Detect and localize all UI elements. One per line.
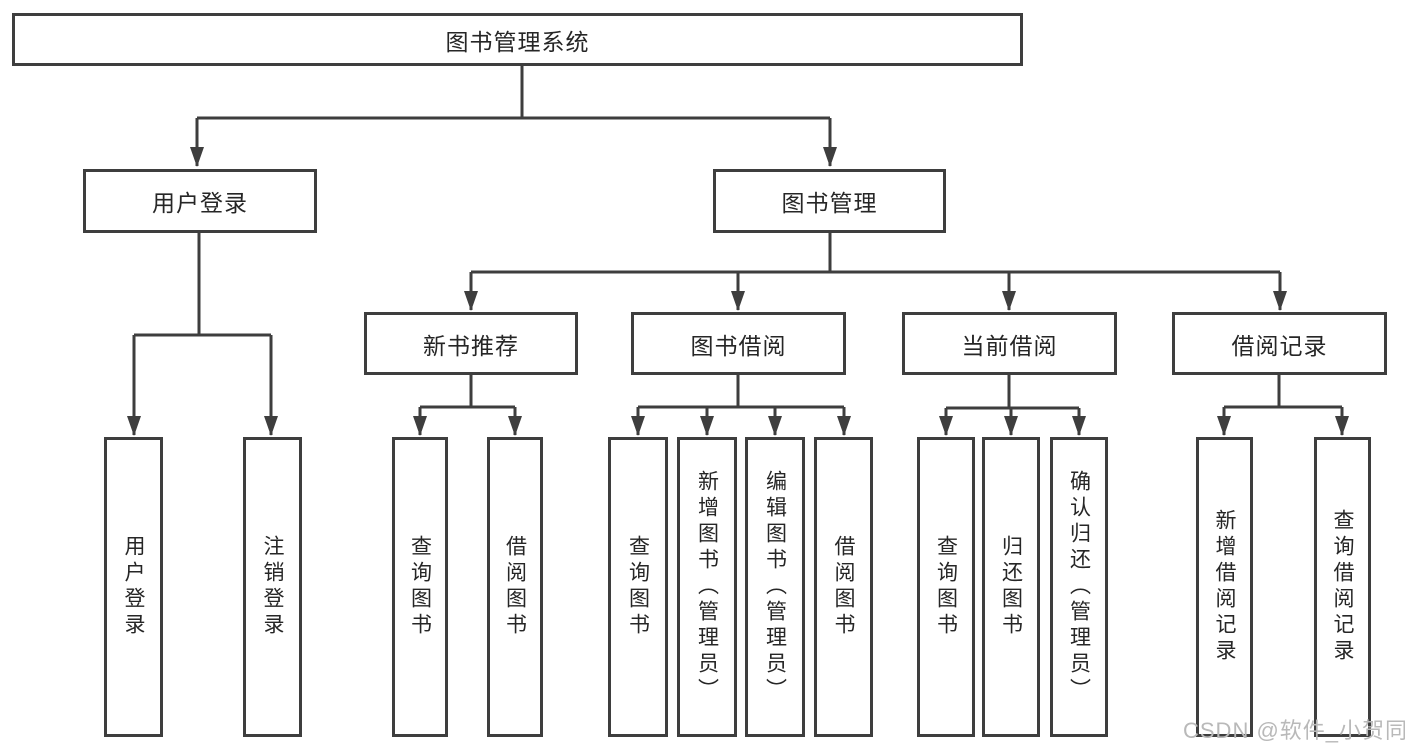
leaf-borrow-books: 借阅图书 — [814, 437, 873, 737]
leaf-query-books-borrow: 查询图书 — [608, 437, 668, 737]
node-user-login: 用户登录 — [83, 169, 317, 233]
leaf-query-books-recommend: 查询图书 — [392, 437, 448, 737]
leaf-logout: 注销登录 — [243, 437, 302, 737]
leaf-add-book-admin: 新增图书（管理员） — [677, 437, 737, 737]
leaf-confirm-return-admin: 确认归还（管理员） — [1050, 437, 1108, 737]
leaf-query-books-current: 查询图书 — [917, 437, 975, 737]
leaf-query-borrow-record: 查询借阅记录 — [1314, 437, 1371, 737]
node-book-management: 图书管理 — [713, 169, 946, 233]
leaf-edit-book-admin: 编辑图书（管理员） — [745, 437, 805, 737]
node-current-borrow: 当前借阅 — [902, 312, 1117, 375]
leaf-add-borrow-record: 新增借阅记录 — [1196, 437, 1253, 737]
node-new-book-recommend: 新书推荐 — [364, 312, 578, 375]
node-borrow-records: 借阅记录 — [1172, 312, 1387, 375]
leaf-borrow-books-recommend: 借阅图书 — [487, 437, 543, 737]
leaf-return-book: 归还图书 — [982, 437, 1040, 737]
csdn-watermark: CSDN @软件_小贺同学 — [1183, 718, 1405, 743]
node-root: 图书管理系统 — [12, 13, 1023, 66]
node-book-borrow: 图书借阅 — [631, 312, 846, 375]
leaf-user-login: 用户登录 — [104, 437, 163, 737]
